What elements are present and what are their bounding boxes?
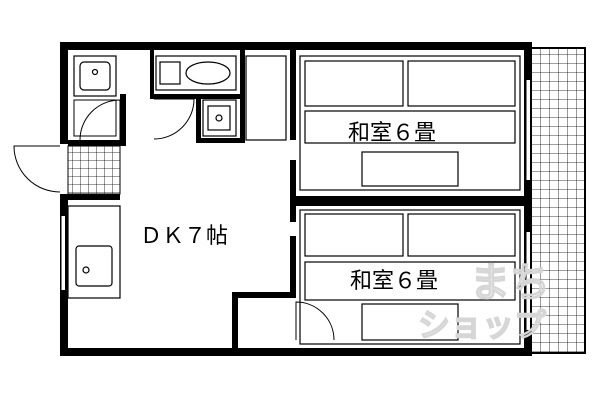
bathroom-door-swing (79, 99, 121, 141)
tatami-room-top (299, 55, 521, 191)
watermark-line1: まち (470, 260, 550, 306)
balcony-door-lines (525, 80, 532, 330)
toilet (155, 55, 237, 91)
tatami-room-bottom (299, 209, 521, 345)
room-label-washitsu-top: 和室６畳 (348, 121, 436, 146)
balcony (529, 47, 586, 354)
room-label-washitsu-bottom: 和室６畳 (350, 269, 438, 294)
closet-door-swing (295, 301, 335, 341)
toilet-door-swing (153, 98, 195, 140)
entrance-tile (67, 145, 121, 195)
interior-walls (60, 50, 524, 350)
entrance-door-swing (13, 145, 61, 193)
kitchen-counter (67, 205, 121, 299)
room-label-dk: ＤＫ７帖 (140, 224, 228, 249)
washbasin (202, 99, 237, 137)
bathtub (73, 55, 117, 97)
bathroom-floor (73, 99, 117, 137)
watermark-line2: ショップ (418, 306, 547, 344)
storage-closet (245, 55, 287, 141)
